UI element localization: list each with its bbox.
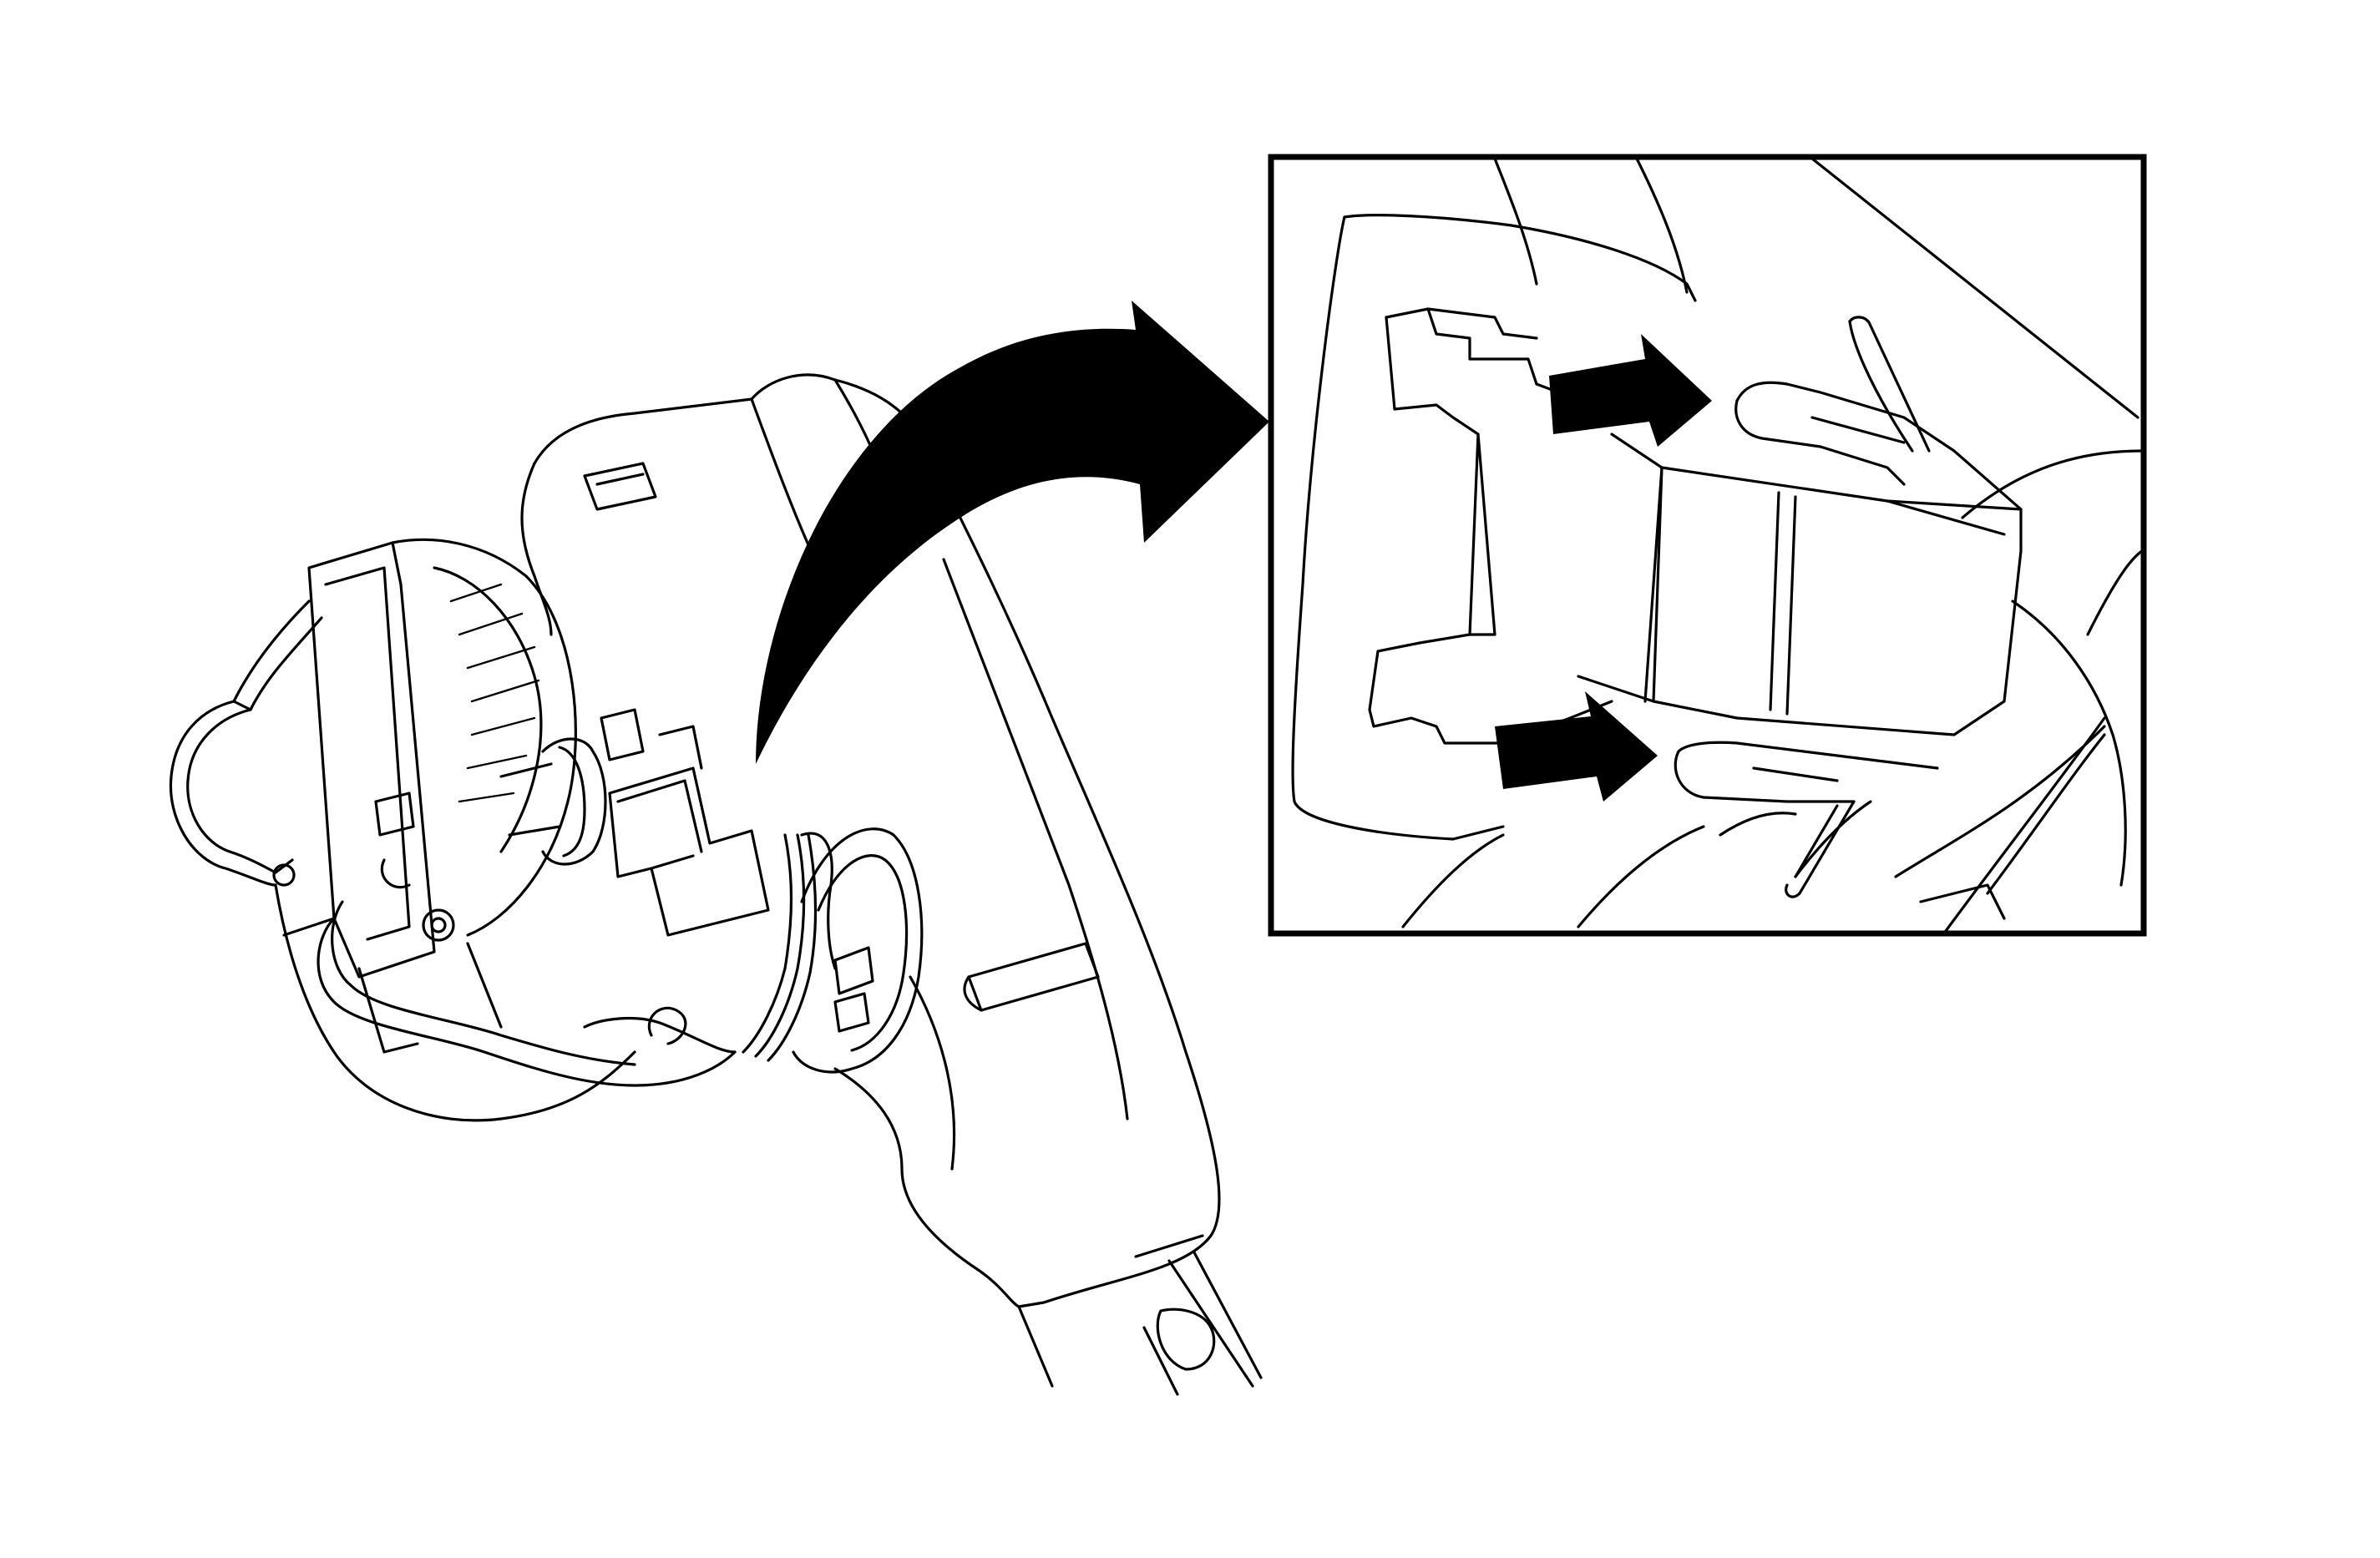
- blower-housing: [520, 373, 1263, 1396]
- detail-connector: [1577, 432, 2023, 736]
- arrow-right-icon: [1495, 691, 1658, 802]
- arrow-right-icon: [1549, 334, 1712, 447]
- detail-clip-lower: [1674, 741, 1939, 898]
- detail-bracket: [1291, 214, 1697, 841]
- detail-background-lines: [1401, 157, 2144, 933]
- detail-clip-upper: [1734, 316, 2023, 511]
- blower-motor: [274, 538, 636, 1122]
- detail-inset: [1268, 154, 2147, 937]
- wiring-harness: [169, 599, 837, 1087]
- motor-connector: [499, 708, 770, 937]
- resistor-plate: [792, 827, 924, 1074]
- detail-frame: [1268, 154, 2147, 937]
- curved-arrow-icon: [756, 301, 1269, 764]
